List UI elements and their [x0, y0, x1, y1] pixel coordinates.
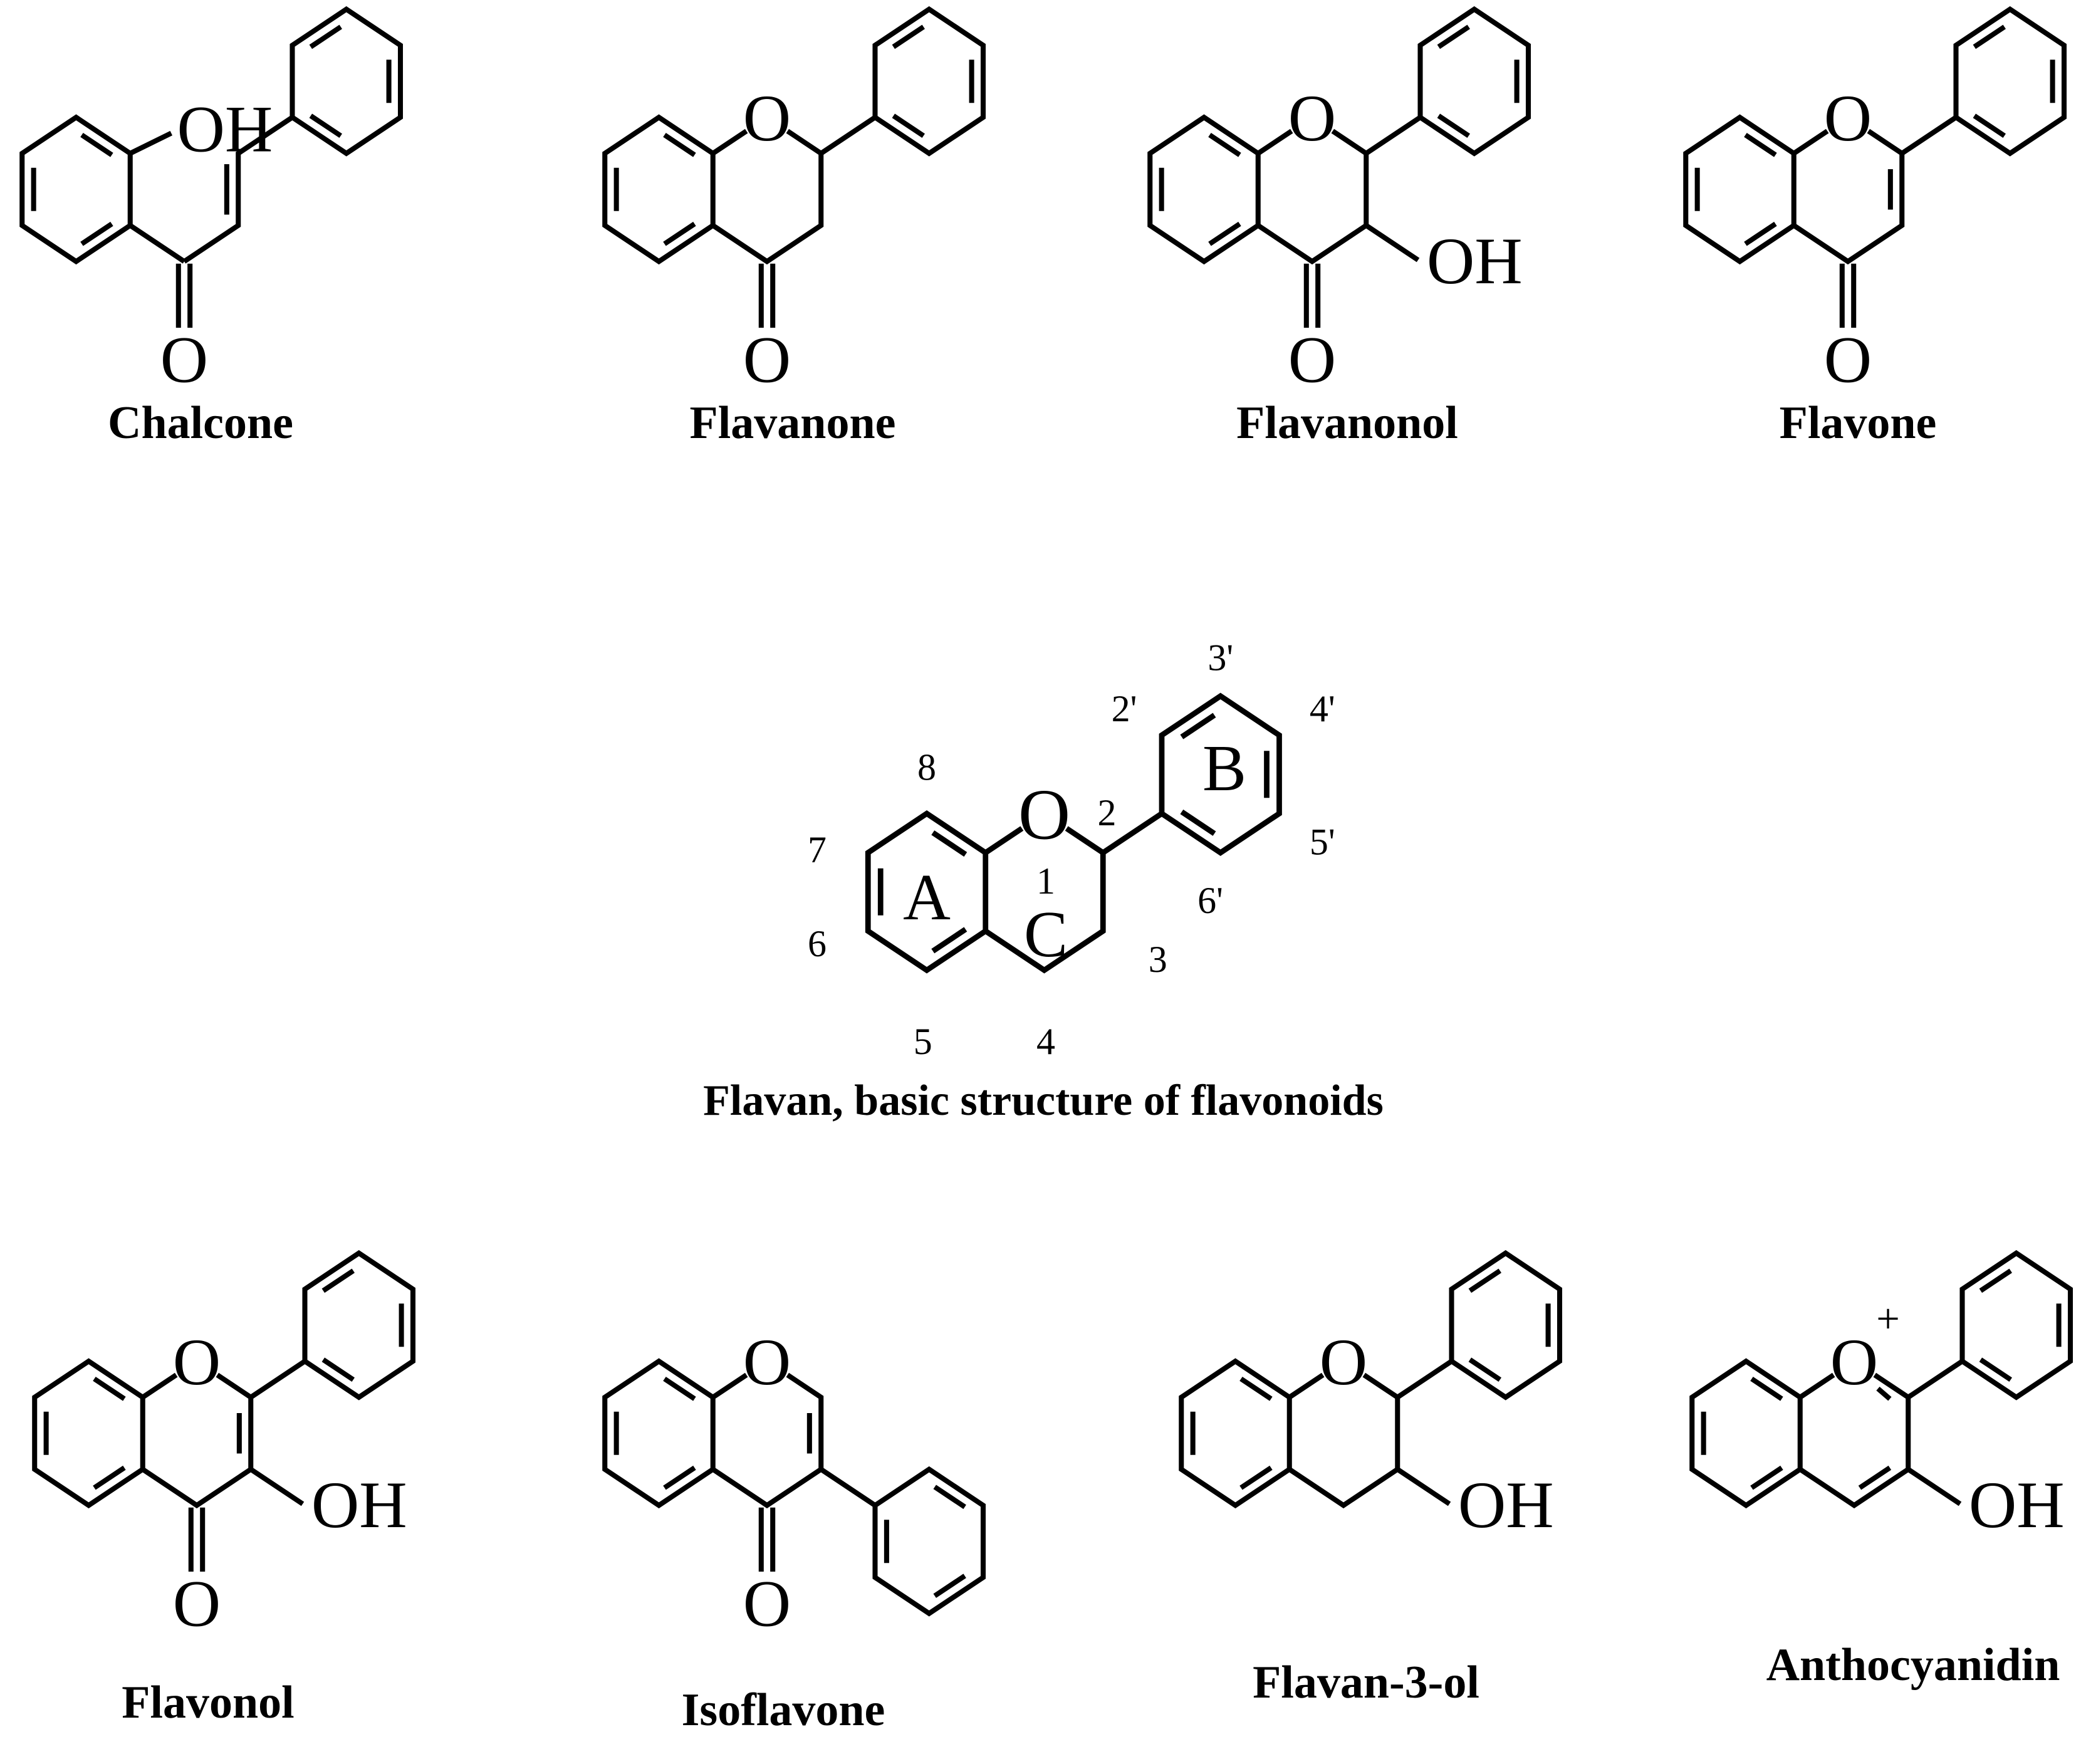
phenyl-ring-b — [875, 9, 984, 154]
carbonyl-oxygen-label: O — [743, 1567, 791, 1640]
ring-oxygen-label: O — [1288, 81, 1336, 155]
ring-c-label: C — [1024, 897, 1068, 971]
caption-flavanonol: Flavanonol — [1236, 397, 1458, 449]
caption-flavone: Flavone — [1779, 397, 1937, 449]
phenyl-ring-b — [875, 1469, 984, 1614]
position-3prime-label: 3' — [1207, 637, 1233, 679]
caption-chalcone: Chalcone — [108, 397, 293, 449]
benzene-ring-a — [605, 1361, 713, 1505]
benzene-ring-a — [22, 117, 130, 261]
carbonyl-oxygen-label: O — [743, 323, 791, 396]
phenyl-ring-b — [1956, 9, 2065, 154]
ketone-double-bond — [761, 1508, 773, 1572]
positive-charge-label: + — [1876, 1296, 1900, 1342]
flavone-structure: O O — [1646, 0, 2081, 396]
position-6-label: 6 — [808, 923, 827, 964]
position-2-label: 2 — [1098, 792, 1117, 833]
hydroxyl-label: OH — [1458, 1468, 1554, 1542]
carbonyl-oxygen-label: O — [160, 323, 208, 396]
flavan-structure: O A B C 1 2 3 4 5 6 7 8 2' 3' 4' 5' 6' — [808, 637, 1335, 1063]
carbonyl-oxygen-label: O — [173, 1567, 221, 1640]
c3c4-double-bond — [1858, 1465, 1892, 1490]
benzene-ring-a — [1686, 117, 1794, 261]
isoflavone-structure: O O — [565, 1325, 1070, 1640]
caption-flavan-3-ol: Flavan-3-ol — [1253, 1657, 1479, 1708]
phenyl-ring-b — [1963, 1253, 2071, 1397]
c2-phenyl-bond — [251, 1361, 305, 1397]
ring-oxygen-label: O — [1320, 1325, 1367, 1399]
c2-phenyl-bond — [1397, 1361, 1451, 1397]
c2-phenyl-bond — [821, 117, 875, 154]
position-8-label: 8 — [917, 747, 936, 788]
ring-oxygen-label: O — [743, 81, 791, 155]
phenyl-ring-b — [1421, 9, 1529, 154]
ketone-double-bond — [1306, 264, 1318, 328]
ring-oxygen-label: O — [173, 1325, 221, 1399]
position-1-label: 1 — [1036, 860, 1055, 902]
ring-oxygen-label: O — [1824, 81, 1872, 155]
benzene-ring-a — [1692, 1361, 1800, 1505]
hydroxyl-bond — [128, 130, 173, 156]
propenone-chain — [182, 115, 294, 264]
c3-hydroxyl-bond — [251, 1469, 303, 1504]
ketone-double-bond — [191, 1508, 202, 1572]
hydroxyl-label: OH — [311, 1468, 407, 1542]
benzene-ring-a — [1181, 1361, 1290, 1505]
c3-hydroxyl-bond — [1908, 1469, 1960, 1504]
carbonyl-oxygen-label: O — [1288, 323, 1336, 396]
position-7-label: 7 — [808, 829, 827, 870]
phenyl-ring-b — [293, 9, 401, 154]
ring-oxygen-label: O — [743, 1325, 791, 1399]
caption-flavan: Flavan, basic structure of flavonoids — [703, 1077, 1384, 1125]
flavanonol-structure: O O OH — [1110, 0, 1615, 396]
hydroxyl-label: OH — [177, 92, 273, 165]
ring-a-label: A — [903, 860, 951, 934]
ketone-double-bond — [761, 264, 773, 328]
c3-hydroxyl-bond — [1366, 226, 1418, 260]
position-3-label: 3 — [1149, 939, 1167, 980]
position-4-label: 4 — [1036, 1021, 1055, 1062]
ketone-double-bond — [1842, 264, 1854, 328]
carbonyl-bond — [128, 223, 186, 264]
position-6prime-label: 6' — [1197, 880, 1223, 921]
caption-anthocyanidin: Anthocyanidin — [1766, 1639, 2060, 1691]
c3-hydroxyl-bond — [1397, 1469, 1449, 1504]
caption-flavonol: Flavonol — [122, 1677, 295, 1728]
ring-oxygen-label: O — [1830, 1325, 1878, 1399]
phenyl-ring-b — [305, 1253, 414, 1397]
position-4prime-label: 4' — [1310, 688, 1335, 729]
benzene-ring-a — [1150, 117, 1258, 261]
c2-phenyl-bond — [1366, 117, 1420, 154]
benzene-ring-a — [605, 117, 713, 261]
carbonyl-oxygen-label: O — [1824, 323, 1872, 396]
hydroxyl-label: OH — [1427, 224, 1523, 298]
flavan-3-ol-structure: O OH — [1142, 1206, 1646, 1542]
flavanone-structure: O O — [565, 0, 1070, 396]
c2-phenyl-bond — [1902, 117, 1956, 154]
c3-phenyl-bond — [820, 1467, 877, 1508]
phenyl-ring-b — [1452, 1253, 1560, 1397]
chalcone-structure: OH O — [0, 0, 487, 396]
anthocyanidin-structure: O + OH — [1652, 1206, 2081, 1542]
caption-flavanone: Flavanone — [689, 397, 896, 449]
caption-isoflavone: Isoflavone — [681, 1684, 885, 1736]
o1c2-double-bond — [1876, 1386, 1892, 1401]
position-5-label: 5 — [914, 1021, 932, 1062]
position-2prime-label: 2' — [1112, 688, 1137, 729]
ring-oxygen-label: O — [1018, 775, 1070, 854]
benzene-ring-a — [34, 1361, 143, 1505]
ring-b-label: B — [1202, 731, 1246, 805]
position-5prime-label: 5' — [1310, 821, 1335, 862]
flavonol-structure: O O OH — [0, 1206, 499, 1640]
c2-phenyl-bond — [1908, 1361, 1962, 1397]
hydroxyl-label: OH — [1969, 1468, 2065, 1542]
ketone-double-bond — [179, 264, 190, 328]
